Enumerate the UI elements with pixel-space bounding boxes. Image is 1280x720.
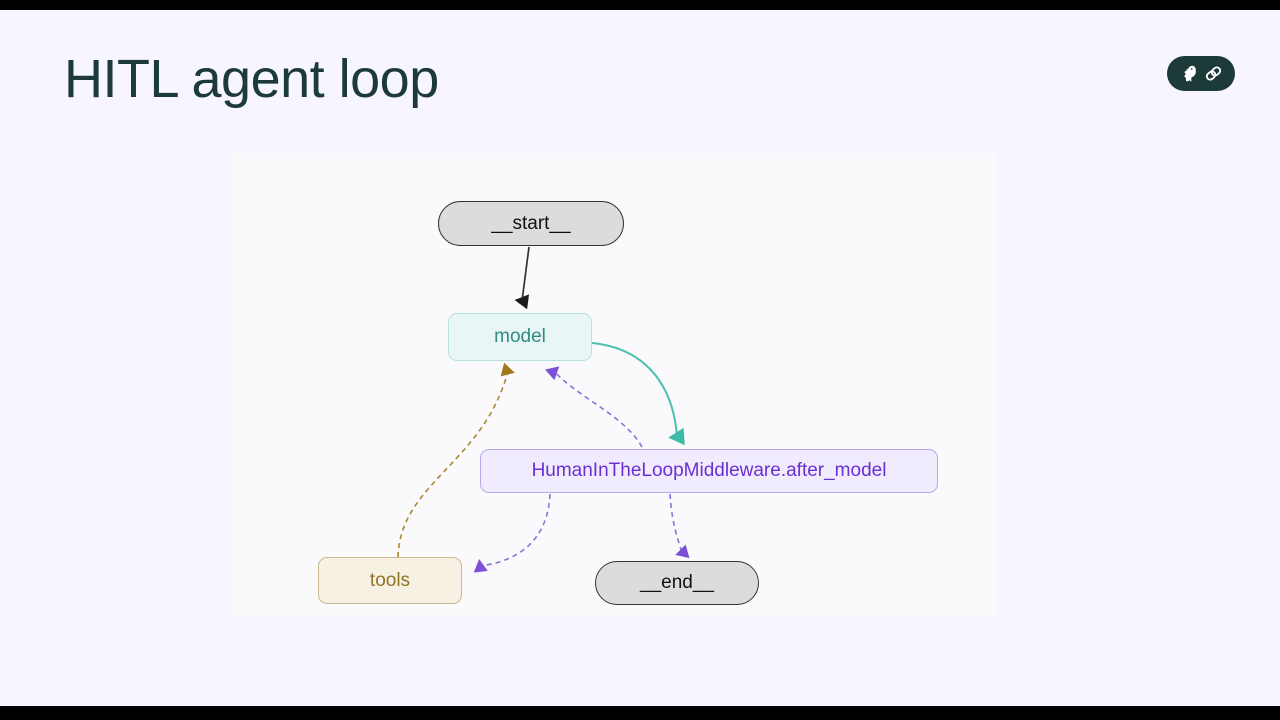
edge-model-to-middleware: [591, 342, 685, 446]
edge-middleware-to-end: [669, 493, 690, 559]
slide-canvas: HITL agent loop: [0, 10, 1280, 706]
graph-node-tools[interactable]: tools: [318, 557, 462, 604]
graph-node-end-label: __end__: [640, 572, 714, 593]
chain-link-icon: [1203, 63, 1224, 84]
edge-middleware-to-model: [545, 366, 643, 448]
edge-tools-to-model: [397, 362, 515, 558]
agent-graph-panel: __start__ model HumanInTheLoopMiddleware…: [232, 153, 996, 617]
graph-node-start[interactable]: __start__: [438, 201, 624, 246]
graph-node-tools-label: tools: [369, 569, 411, 591]
graph-node-middleware[interactable]: HumanInTheLoopMiddleware.after_model: [480, 449, 938, 493]
graph-node-end[interactable]: __end__: [595, 561, 759, 605]
graph-edges: [397, 246, 690, 573]
graph-node-start-label: __start__: [491, 212, 571, 234]
parrot-icon: [1179, 63, 1200, 84]
edge-middleware-to-tools: [473, 493, 551, 573]
langchain-logo-badge[interactable]: [1167, 56, 1235, 91]
letterbox-top: [0, 0, 1280, 10]
graph-node-middleware-label: HumanInTheLoopMiddleware.after_model: [531, 460, 887, 481]
graph-node-model[interactable]: model: [448, 313, 592, 361]
page-title: HITL agent loop: [64, 49, 439, 109]
graph-node-model-label: model: [494, 326, 546, 347]
edge-start-to-model: [514, 246, 530, 310]
letterbox-bottom: [0, 706, 1280, 720]
